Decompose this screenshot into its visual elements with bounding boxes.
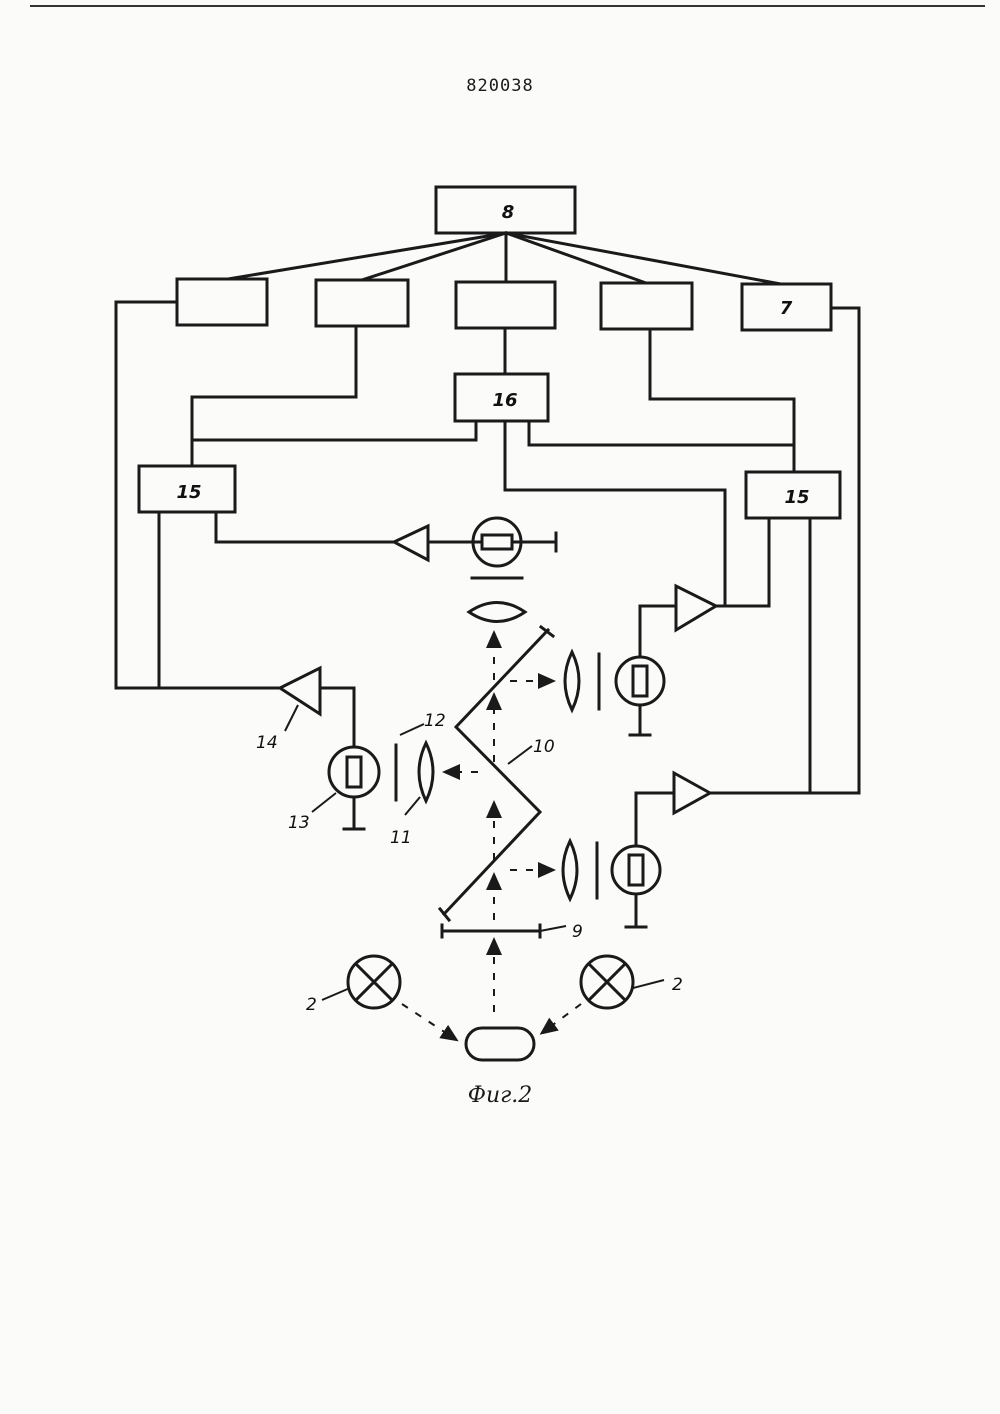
ref-10: 10 (533, 737, 555, 757)
sample-object (466, 1028, 534, 1060)
ref-13: 13 (288, 813, 310, 833)
lens-right-lower (563, 841, 577, 899)
ref-2-right: 2 (672, 975, 683, 995)
block-7-label: 7 (780, 298, 793, 319)
fanout-wires (222, 233, 786, 285)
right-lower-detector-branch (563, 773, 710, 927)
figure-caption: Фиг.2 (0, 1083, 1000, 1108)
block-15-right-label: 15 (784, 487, 809, 508)
block-a (177, 279, 267, 325)
top-detector-branch (216, 512, 556, 622)
block-8-label: 8 (502, 202, 515, 223)
block-16-label: 16 (492, 390, 517, 411)
lamp-right (581, 956, 633, 1008)
lens-right-upper (565, 652, 579, 710)
block-7: 7 (742, 284, 831, 330)
block-15-left: 15 (139, 466, 235, 512)
ref-11: 11 (390, 828, 412, 848)
lamp-left (348, 956, 400, 1008)
block-8: 8 (436, 187, 575, 233)
ref-2-left: 2 (306, 995, 317, 1015)
amplifier-right-lower (674, 773, 710, 813)
ref-12: 12 (424, 711, 446, 731)
block-b (316, 280, 408, 326)
ref-9: 9 (572, 922, 583, 942)
left-detector-branch (280, 668, 433, 829)
block-16: 16 (455, 328, 548, 421)
amplifier-right-upper (676, 586, 716, 630)
amplifier-top (394, 526, 428, 560)
amplifier-14 (280, 668, 320, 714)
lens-11 (419, 743, 433, 801)
block-15-left-label: 15 (176, 482, 201, 503)
right-upper-detector-branch (565, 586, 716, 735)
ref-14: 14 (256, 733, 278, 753)
optical-rays (450, 638, 548, 1012)
block-15-right: 15 (746, 472, 840, 518)
block-d (601, 283, 692, 329)
lens-top (469, 603, 525, 622)
block-c (456, 282, 555, 328)
